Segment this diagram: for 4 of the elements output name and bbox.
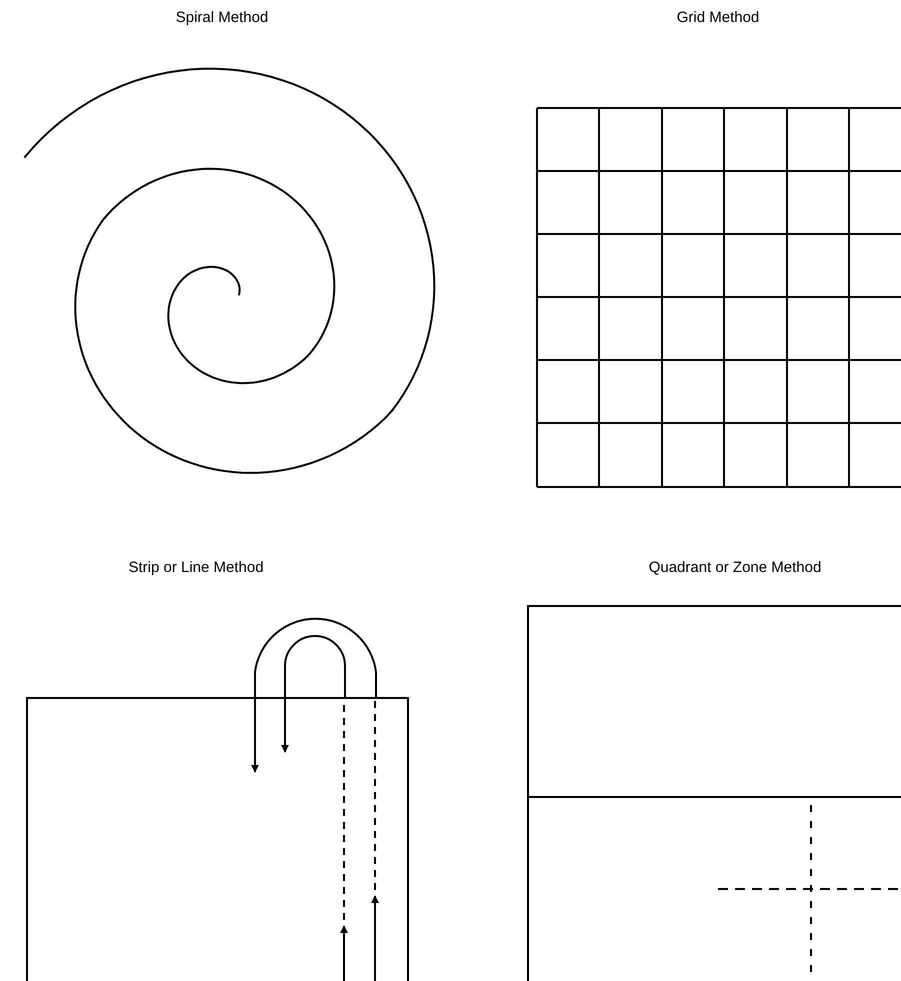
method-heading: Grid Method — [676, 9, 760, 27]
method-heading: Quadrant or Zone Method — [648, 559, 822, 577]
method-heading: Spiral Method — [176, 9, 268, 27]
method-heading: Strip or Line Method — [128, 559, 264, 577]
